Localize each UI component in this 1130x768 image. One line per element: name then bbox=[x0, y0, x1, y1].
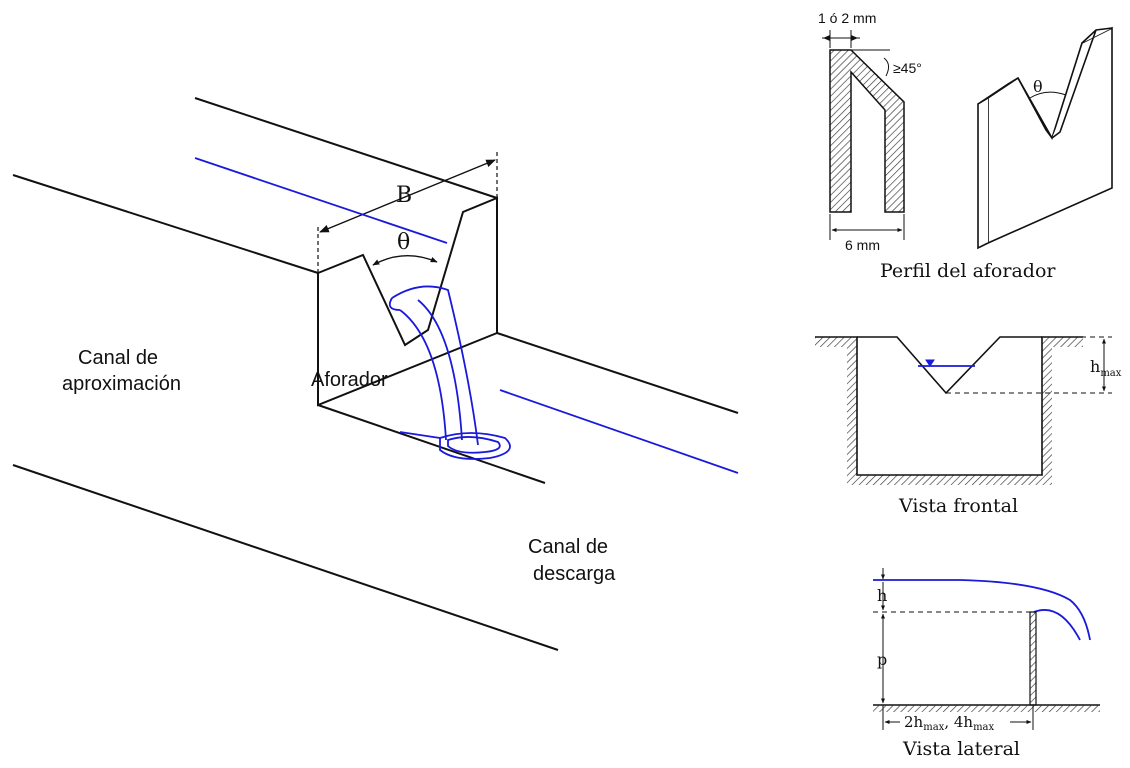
channel-edge-mid bbox=[317, 404, 546, 484]
label-discharge-1: Canal de bbox=[528, 536, 608, 558]
channel-edge-right-top bbox=[496, 332, 739, 414]
front-notch bbox=[857, 336, 1042, 395]
side-h: h bbox=[877, 586, 887, 605]
label-discharge-2: descarga bbox=[533, 563, 616, 585]
label-weir: Aforador bbox=[311, 369, 388, 391]
plate-side bbox=[977, 27, 1113, 250]
front-h-sub: max bbox=[1100, 368, 1121, 379]
side-view bbox=[873, 568, 1100, 730]
side-dist-sub-b: max bbox=[973, 722, 994, 733]
profile-dim-top: 1 ó 2 mm bbox=[818, 10, 876, 26]
side-weir-plate bbox=[1029, 611, 1037, 706]
splash bbox=[439, 432, 511, 460]
water-surface-upstream bbox=[194, 157, 448, 244]
water-flow bbox=[194, 157, 739, 474]
profile-caption: Perfil del aforador bbox=[880, 260, 1056, 282]
nappe bbox=[388, 285, 479, 446]
notch-plate-3d bbox=[977, 26, 1113, 250]
weir-profile-section bbox=[822, 30, 905, 240]
profile-angle: ≥45° bbox=[893, 60, 922, 76]
side-p: p bbox=[877, 650, 887, 669]
front-caption: Vista frontal bbox=[898, 495, 1018, 517]
water-downstream-line bbox=[499, 389, 739, 474]
front-h: hmax bbox=[1090, 357, 1122, 379]
label-approach-1: Canal de bbox=[78, 347, 158, 369]
theta-arc bbox=[372, 254, 438, 266]
side-caption: Vista lateral bbox=[902, 738, 1020, 760]
front-h-text: h bbox=[1090, 357, 1100, 376]
label-approach-2: aproximación bbox=[62, 373, 181, 395]
theta-arc-plate bbox=[1029, 91, 1067, 99]
nappe-inner bbox=[417, 299, 463, 441]
label-B: B bbox=[396, 183, 412, 208]
profile-theta: θ bbox=[1033, 77, 1043, 96]
front-view bbox=[815, 336, 1112, 485]
side-dist-a: 2h bbox=[904, 713, 924, 731]
channel-edge-left bbox=[12, 174, 319, 274]
channel-edge-bottom bbox=[12, 464, 559, 651]
label-theta-main: θ bbox=[397, 230, 410, 255]
dimension-B-line bbox=[319, 159, 496, 233]
channel-edge-top bbox=[194, 97, 498, 199]
side-dist: 2hmax, 4hmax bbox=[904, 713, 995, 733]
profile-dim-bottom: 6 mm bbox=[845, 237, 880, 253]
profile-crosssection bbox=[829, 49, 905, 213]
side-dist-sub-a: max bbox=[923, 722, 944, 733]
side-water-surface bbox=[873, 579, 1091, 641]
side-dist-sep: , 4h bbox=[944, 713, 973, 731]
angle-arc bbox=[883, 57, 890, 77]
channel-3d-view bbox=[12, 97, 739, 651]
water-surface-downstream bbox=[399, 431, 441, 439]
side-nappe-lower bbox=[1033, 609, 1081, 641]
